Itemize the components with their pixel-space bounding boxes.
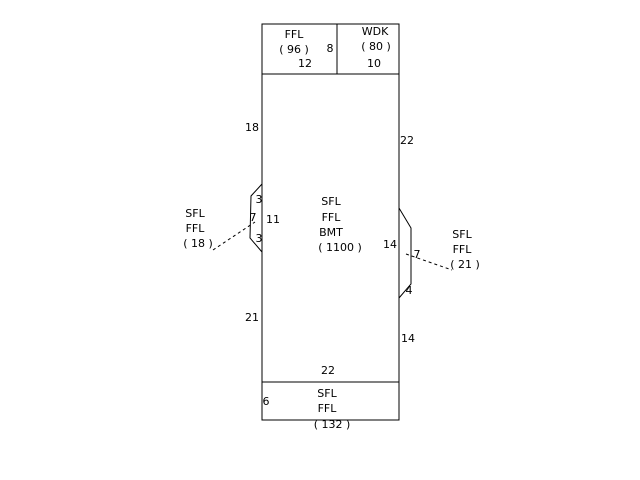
left-bay-leader [212,221,256,251]
main-area-label-4: ( 1100 ) [318,241,362,254]
main-area-label-3: BMT [319,226,343,239]
dim-main-right-lower: 14 [401,332,415,345]
left-bay-label-2: FFL [186,222,206,235]
dim-left-bay-side-bottom: 3 [256,232,263,245]
bottom-area-outline [261,381,400,421]
ffl-top-label-1: FFL [285,28,305,41]
dim-ffl-top-depth: 8 [327,42,334,55]
left-bay-label-3: ( 18 ) [183,237,213,250]
dim-left-bay-side-top: 3 [256,193,263,206]
main-area-label-1: SFL [321,195,341,208]
structure-outlines [249,23,412,421]
dim-right-bay-depth: 7 [414,248,421,261]
bottom-area-label-1: SFL [317,387,337,400]
dim-left-bay-depth: 7 [250,211,257,224]
right-bay-label-3: ( 21 ) [450,258,480,271]
dim-main-left-lower: 21 [245,311,259,324]
wdk-label-2: ( 80 ) [361,40,391,53]
dim-right-bay-width: 14 [383,238,397,251]
dim-bottom-depth: 6 [263,395,270,408]
right-bay-outline [398,207,412,299]
dim-main-left-upper: 18 [245,121,259,134]
main-area-label-2: FFL [322,211,342,224]
wdk-label-1: WDK [362,25,389,38]
left-bay-label-1: SFL [185,207,205,220]
dim-left-bay-width: 11 [266,213,280,226]
right-bay-leader [405,253,453,271]
ffl-top-label-2: ( 96 ) [279,43,309,56]
bottom-area-label-3: ( 132 ) [314,418,351,431]
left-bay-outline [249,183,263,253]
dim-right-bay-side-bottom: 4 [406,284,413,297]
right-bay-label-2: FFL [453,243,473,256]
dim-wdk-width: 10 [367,57,381,70]
right-bay-label-1: SFL [452,228,472,241]
dim-main-right-upper: 22 [400,134,414,147]
bottom-area-label-2: FFL [318,402,338,415]
dim-main-bottom: 22 [321,364,335,377]
dim-ffl-top-width: 12 [298,57,312,70]
